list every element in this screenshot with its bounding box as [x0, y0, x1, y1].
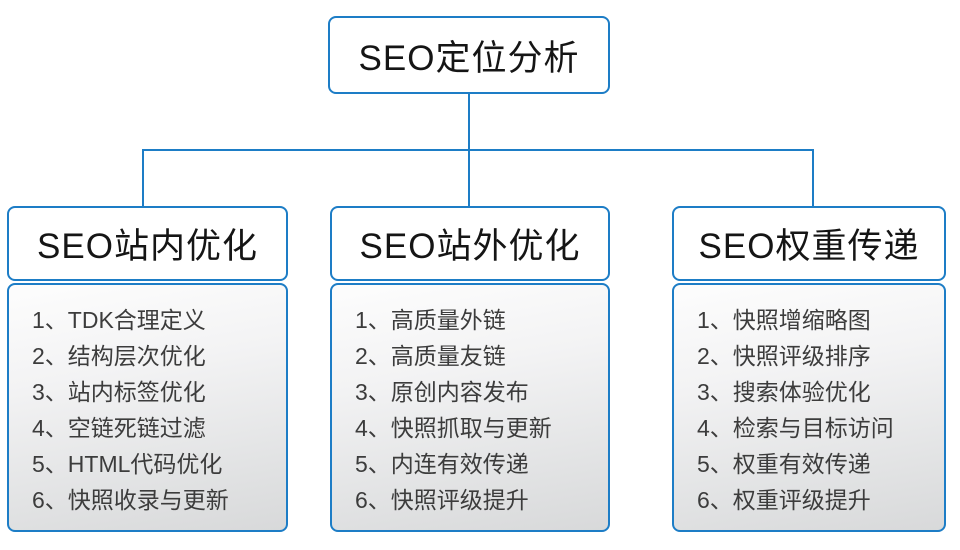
branch-panel-onsite: 1、TDK合理定义 2、结构层次优化 3、站内标签优化 4、空链死链过滤 5、H…: [7, 283, 288, 532]
list-item: 1、TDK合理定义: [32, 307, 206, 333]
connector-right-vertical: [812, 149, 814, 207]
list-item: 4、检索与目标访问: [697, 415, 894, 441]
branch-header-weight: SEO权重传递: [672, 206, 946, 281]
list-item: 2、结构层次优化: [32, 343, 206, 369]
list-item: 1、高质量外链: [355, 307, 506, 333]
list-item: 5、内连有效传递: [355, 451, 529, 477]
branch-header-label: SEO权重传递: [698, 227, 920, 266]
list-item: 4、空链死链过滤: [32, 415, 206, 441]
root-node: SEO定位分析: [328, 16, 610, 94]
list-item: 6、快照评级提升: [355, 487, 529, 513]
list-item: 6、快照收录与更新: [32, 487, 229, 513]
list-item: 3、站内标签优化: [32, 379, 206, 405]
connector-horizontal: [142, 149, 814, 151]
list-item: 3、搜索体验优化: [697, 379, 871, 405]
branch-header-label: SEO站内优化: [37, 227, 258, 266]
list-item: 2、快照评级排序: [697, 343, 871, 369]
branch-header-label: SEO站外优化: [359, 227, 581, 266]
list-item: 2、高质量友链: [355, 343, 506, 369]
list-item: 3、原创内容发布: [355, 379, 529, 405]
branch-header-onsite: SEO站内优化: [7, 206, 288, 281]
list-item: 1、快照增缩略图: [697, 307, 871, 333]
list-item: 5、HTML代码优化: [32, 451, 223, 477]
branch-panel-offsite: 1、高质量外链 2、高质量友链 3、原创内容发布 4、快照抓取与更新 5、内连有…: [330, 283, 610, 532]
branch-header-offsite: SEO站外优化: [330, 206, 610, 281]
connector-left-vertical: [142, 149, 144, 207]
list-item: 5、权重有效传递: [697, 451, 871, 477]
branch-panel-weight: 1、快照增缩略图 2、快照评级排序 3、搜索体验优化 4、检索与目标访问 5、权…: [672, 283, 946, 532]
root-node-label: SEO定位分析: [358, 38, 580, 78]
list-item: 6、权重评级提升: [697, 487, 871, 513]
list-item: 4、快照抓取与更新: [355, 415, 552, 441]
